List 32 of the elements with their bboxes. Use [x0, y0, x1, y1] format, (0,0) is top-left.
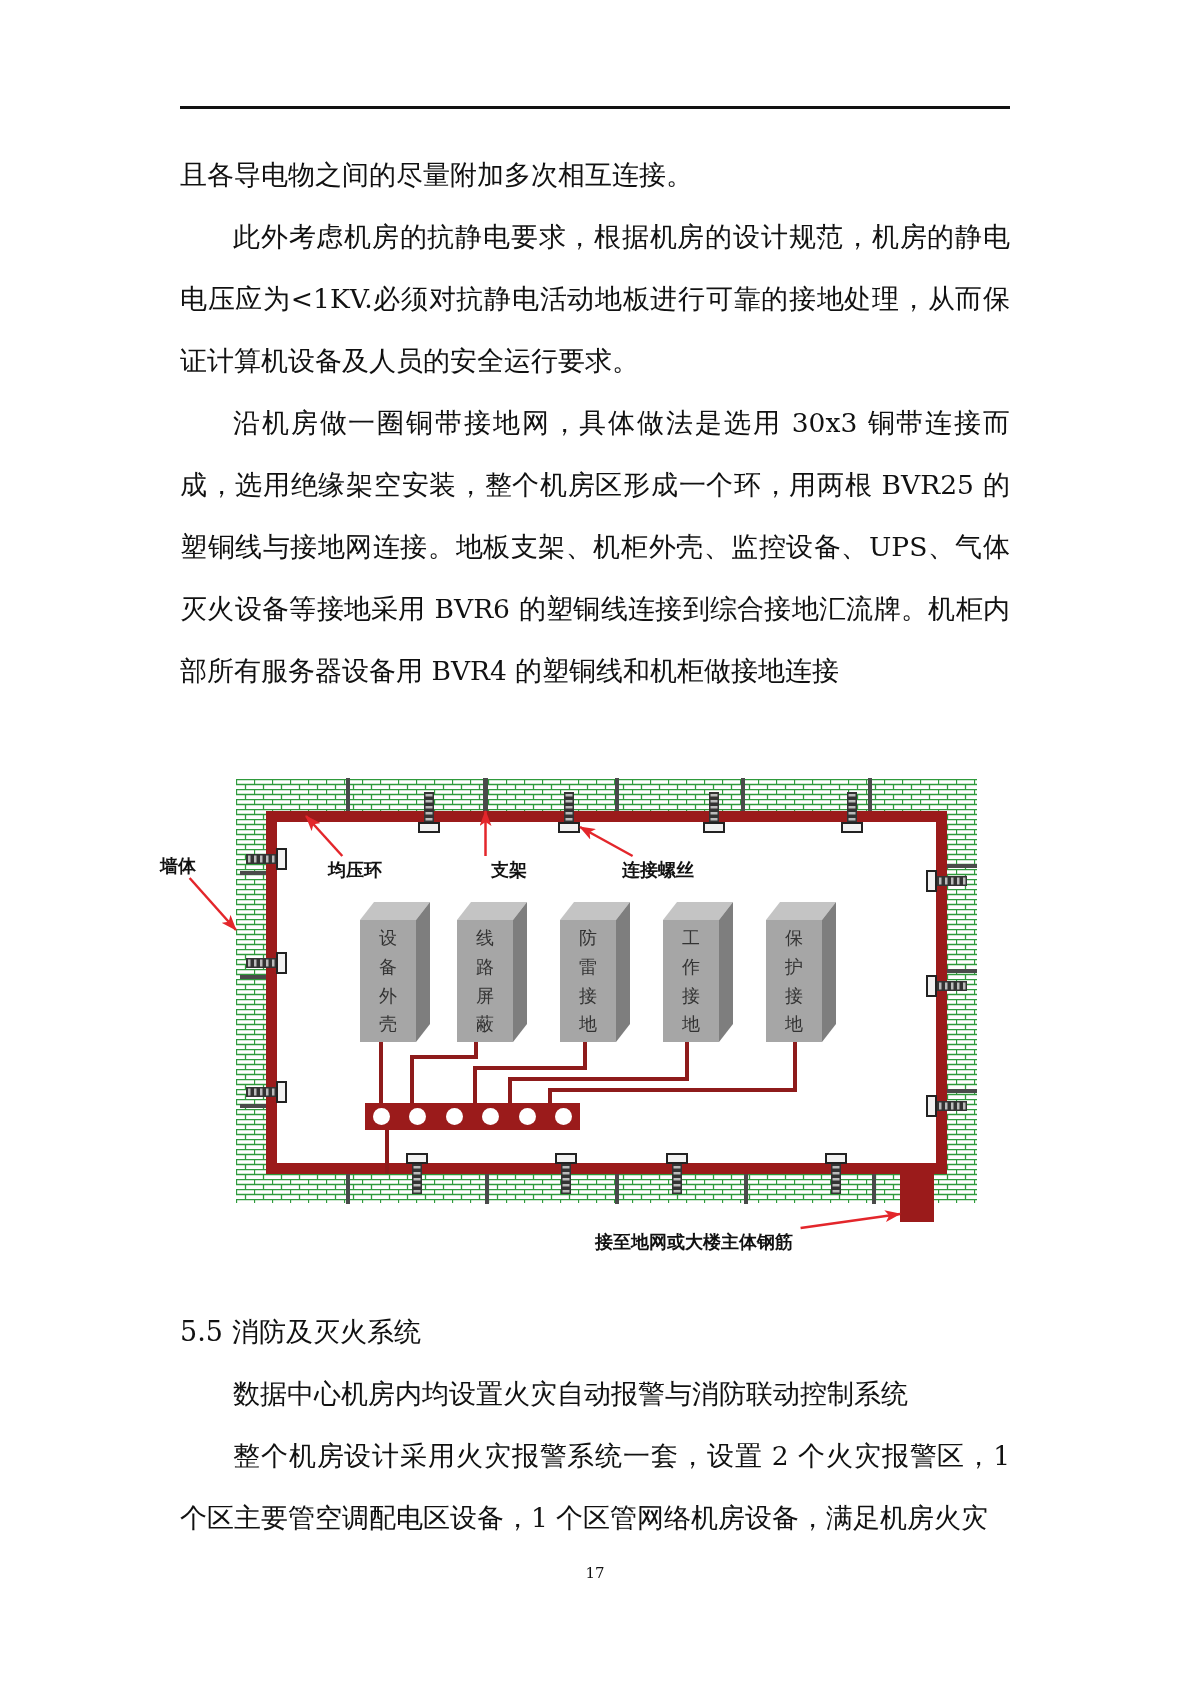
callout-label: 支架: [484, 856, 534, 884]
ground-wire: [385, 1130, 389, 1174]
page-number: 17: [585, 1564, 605, 1582]
bracket: [483, 778, 488, 811]
ground-wire: [548, 1042, 797, 1103]
section-heading: 5.5 消防及灭火系统: [180, 1315, 422, 1349]
callout-label: 接至地网或大楼主体钢筋: [578, 1228, 810, 1258]
paragraph: 且各导电物之间的尽量附加多次相互连接。: [180, 158, 694, 192]
arrow: [479, 810, 492, 856]
paragraph: 沿机房做一圈铜带接地网，具体做法是选用 30x3 铜带连接而成，选用绝缘架空安装，整个机房区形成一个环，用两根 BVR25 的塑铜线与接地网连接。地板支架、机柜外壳、监控设备、UPS、气体灭火设备等接地采用 BVR6 的塑铜线连接到综合接地汇流牌。机柜内部所有服务器设备用 BVR4 的塑铜线和机柜做接地连接: [180, 406, 1010, 688]
arrow: [188, 877, 237, 931]
ground-wire: [473, 1042, 587, 1103]
callout-label: 墙体: [150, 852, 206, 878]
paragraph: 数据中心机房内均设置火灾自动报警与消防联动控制系统: [232, 1377, 909, 1411]
cabinet-label: 线路屏蔽: [476, 926, 494, 1037]
callout-label: 均压环: [320, 856, 390, 884]
arrow: [800, 1210, 901, 1230]
arrow: [305, 815, 344, 857]
cabinet-label: 防雷接地: [579, 926, 597, 1037]
cabinet-label: 保护接地: [785, 926, 803, 1037]
grounding-ring: [266, 811, 947, 1174]
cabinet-label: 工作接地: [682, 926, 700, 1037]
busbar: [365, 1103, 580, 1130]
ground-wire: [379, 1042, 383, 1103]
bolt-drawing: [558, 792, 580, 833]
ground-wire: [410, 1042, 478, 1103]
paragraph: 此外考虑机房的抗静电要求，根据机房的设计规范，机房的静电电压应为<1KV.必须对抗静电活动地板进行可靠的接地处理，从而保证计算机设备及人员的安全运行要求。: [180, 220, 1010, 378]
paragraph: 整个机房设计采用火灾报警系统一套，设置 2 个火灾报警区，1 个区主要管空调配电区设备，1 个区管网络机房设备，满足机房火灾: [180, 1439, 1010, 1535]
cabinet-label: 设备外壳: [379, 926, 397, 1037]
arrow: [579, 825, 634, 858]
callout-label: 连接螺丝: [610, 856, 706, 884]
ground-wire: [508, 1042, 689, 1103]
